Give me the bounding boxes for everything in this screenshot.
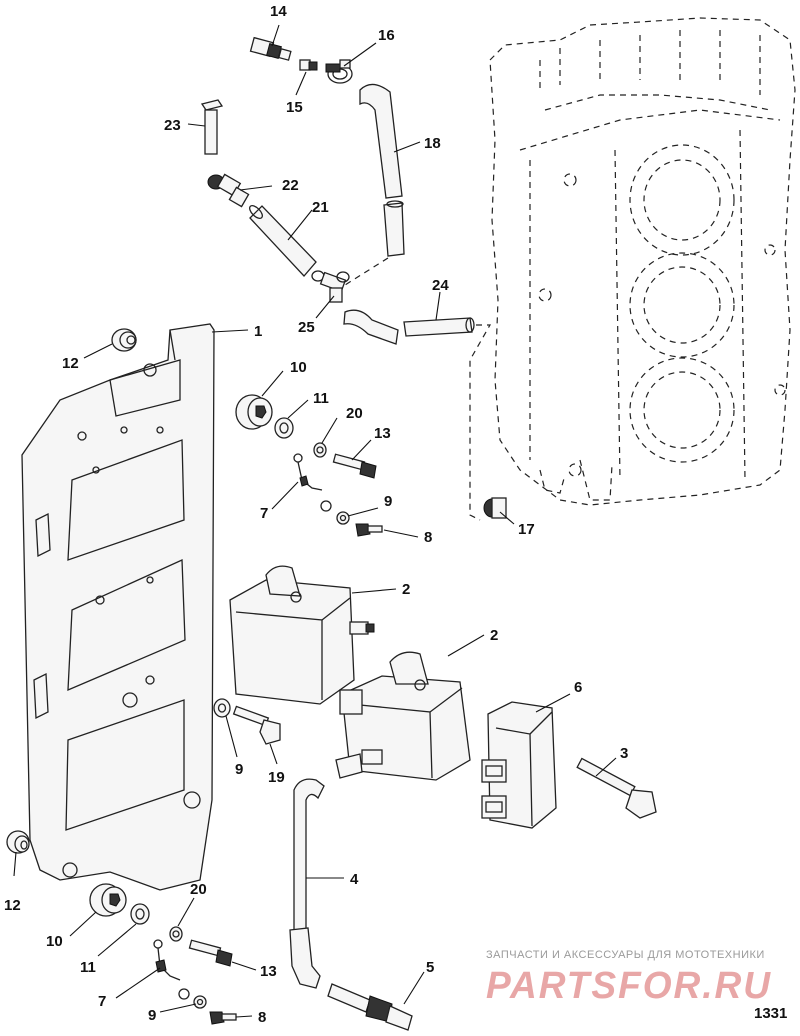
callout-20-lower: 20 bbox=[190, 881, 207, 898]
module-6 bbox=[481, 701, 557, 829]
watermark-tagline: ЗАПЧАСТИ И АКСЕССУАРЫ ДЛЯ МОТОТЕХНИКИ bbox=[486, 949, 765, 961]
ignition-coil-2-lower bbox=[335, 651, 471, 781]
grommet-12-bottom bbox=[6, 830, 30, 854]
hose-24 bbox=[343, 309, 492, 521]
callout-7-lower: 7 bbox=[98, 993, 106, 1010]
callout-5: 5 bbox=[426, 959, 434, 976]
leader-lines bbox=[13, 24, 617, 1018]
callout-6: 6 bbox=[574, 679, 582, 696]
bolt-3 bbox=[576, 757, 657, 819]
bolt-19 bbox=[232, 705, 281, 745]
callout-8-lower: 8 bbox=[258, 1009, 266, 1026]
hose-21 bbox=[249, 205, 317, 277]
callout-25: 25 bbox=[298, 319, 315, 336]
callout-11-lower: 11 bbox=[80, 959, 96, 976]
callout-24: 24 bbox=[432, 277, 449, 294]
spark-plug-5 bbox=[327, 983, 413, 1031]
callout-3: 3 bbox=[620, 745, 628, 762]
callout-12-bottom: 12 bbox=[4, 897, 21, 914]
callout-labels: 14 16 15 18 23 22 21 25 24 1 12 10 11 20… bbox=[4, 3, 628, 1026]
callout-19: 19 bbox=[268, 769, 285, 786]
plug-wire-4 bbox=[289, 778, 325, 989]
callout-20-upper: 20 bbox=[346, 405, 363, 422]
callout-10-lower: 10 bbox=[46, 933, 63, 950]
tee-25 bbox=[311, 270, 350, 303]
callout-1: 1 bbox=[254, 323, 262, 340]
fitting-14 bbox=[249, 36, 292, 61]
callout-14: 14 bbox=[270, 3, 287, 20]
fitting-17 bbox=[483, 497, 507, 519]
mounting-plate-1 bbox=[21, 323, 215, 891]
callout-18: 18 bbox=[424, 135, 441, 152]
callout-7-upper: 7 bbox=[260, 505, 268, 522]
page-number: 1331 bbox=[754, 1005, 787, 1022]
hose-18 bbox=[344, 83, 405, 286]
fitting-22 bbox=[207, 173, 250, 208]
callout-10-upper: 10 bbox=[290, 359, 307, 376]
callout-15: 15 bbox=[286, 99, 303, 116]
washer-9-middle bbox=[213, 698, 231, 718]
callout-13-upper: 13 bbox=[374, 425, 391, 442]
callout-4: 4 bbox=[350, 871, 359, 888]
callout-11-upper: 11 bbox=[313, 390, 329, 407]
hardware-group-upper bbox=[235, 394, 383, 537]
callout-13-lower: 13 bbox=[260, 963, 277, 980]
callout-9-lower: 9 bbox=[148, 1007, 156, 1024]
callout-2-lower: 2 bbox=[490, 627, 498, 644]
callout-8-upper: 8 bbox=[424, 529, 432, 546]
callout-16: 16 bbox=[378, 27, 395, 44]
clamp-16 bbox=[325, 59, 353, 84]
callout-22: 22 bbox=[282, 177, 299, 194]
ignition-coil-2-upper bbox=[229, 565, 375, 705]
callout-9-middle: 9 bbox=[235, 761, 243, 778]
hardware-group-lower bbox=[89, 883, 237, 1025]
callout-9-upper: 9 bbox=[384, 493, 392, 510]
watermark: ЗАПЧАСТИ И АКСЕССУАРЫ ДЛЯ МОТОТЕХНИКИ PA… bbox=[486, 949, 772, 1007]
watermark-logo: PARTSFOR.RU bbox=[486, 965, 772, 1007]
callout-23: 23 bbox=[164, 117, 181, 134]
callout-21: 21 bbox=[312, 199, 329, 216]
callout-2-upper: 2 bbox=[402, 581, 410, 598]
callout-17: 17 bbox=[518, 521, 535, 538]
fitting-15 bbox=[299, 59, 318, 71]
grommet-12-top bbox=[111, 328, 137, 352]
callout-12-top: 12 bbox=[62, 355, 79, 372]
pin-23 bbox=[200, 99, 224, 155]
engine-block bbox=[489, 17, 796, 506]
